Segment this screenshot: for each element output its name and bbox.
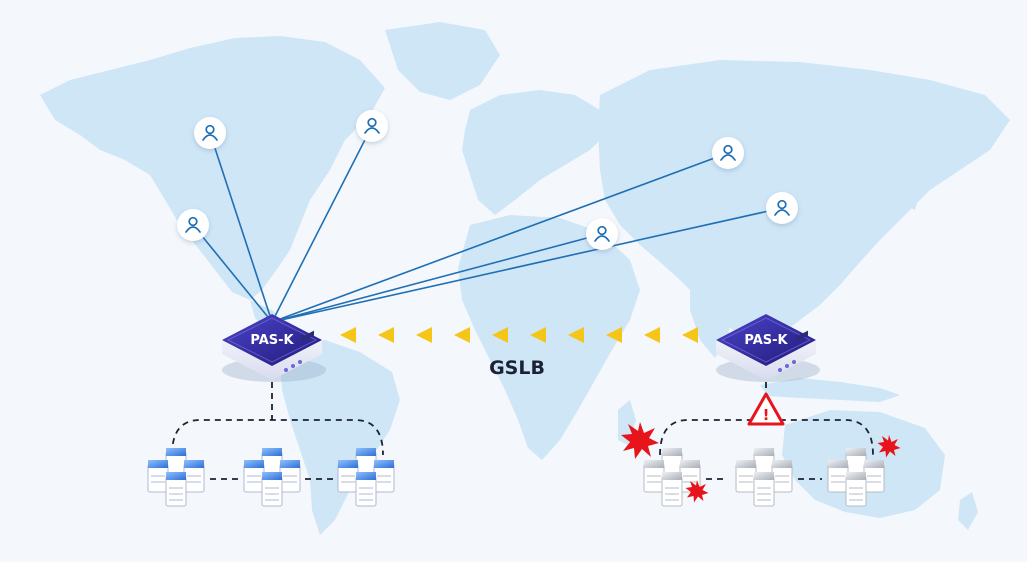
continent-indonesia [760,378,900,402]
burst-icon [685,480,709,503]
burst-icon [621,422,659,459]
link-line [271,152,729,323]
link-line [192,224,273,323]
secondary-servers [643,448,885,507]
primary-servers [147,448,395,507]
user-icon [177,209,209,241]
burst-icon [877,435,901,458]
secondary-device: PAS-K [716,314,820,382]
alert-symbol: ! [763,406,770,424]
device-label: PAS-K [250,333,294,348]
primary-topology [171,382,384,480]
continent-asia [598,60,1010,345]
continent-greenland [385,22,500,100]
warning-triangle-icon: ! [747,392,785,426]
world-map [40,22,1010,535]
gslb-label: GSLB [489,357,545,379]
continent-madagascar [618,400,636,445]
device-label: PAS-K [744,333,788,348]
arrow-left-icon [378,327,394,343]
failure-bursts [621,422,901,503]
arrow-left-icon [682,327,698,343]
user-icon [356,110,388,142]
link-line [271,125,373,323]
server-cluster [243,448,301,507]
user-icon [194,117,226,149]
server-cluster [147,448,205,507]
gslb-arrows [340,327,698,343]
link-line [271,207,783,323]
user-links [192,125,783,323]
continent-europe [462,90,610,215]
continent-new-zealand [958,492,978,530]
arrow-left-icon [340,327,356,343]
continent-north-america [40,36,385,300]
users [177,110,798,250]
continent-south-america [280,340,400,535]
user-icon [586,218,618,250]
continent-africa [458,215,640,460]
arrow-left-icon [454,327,470,343]
user-icon [766,192,798,224]
server-cluster-failed [735,448,793,507]
link-line [271,233,603,323]
continent-japan [900,160,922,210]
server-cluster-failed [643,448,701,507]
arrow-left-icon [492,327,508,343]
link-line [209,132,273,323]
arrow-left-icon [530,327,546,343]
user-icon [712,137,744,169]
arrow-left-icon [644,327,660,343]
server-cluster-failed [827,448,885,507]
arrow-left-icon [568,327,584,343]
secondary-topology [659,382,874,480]
primary-device: PAS-K [222,314,326,382]
server-cluster [337,448,395,507]
arrow-left-icon [606,327,622,343]
arrow-left-icon [416,327,432,343]
